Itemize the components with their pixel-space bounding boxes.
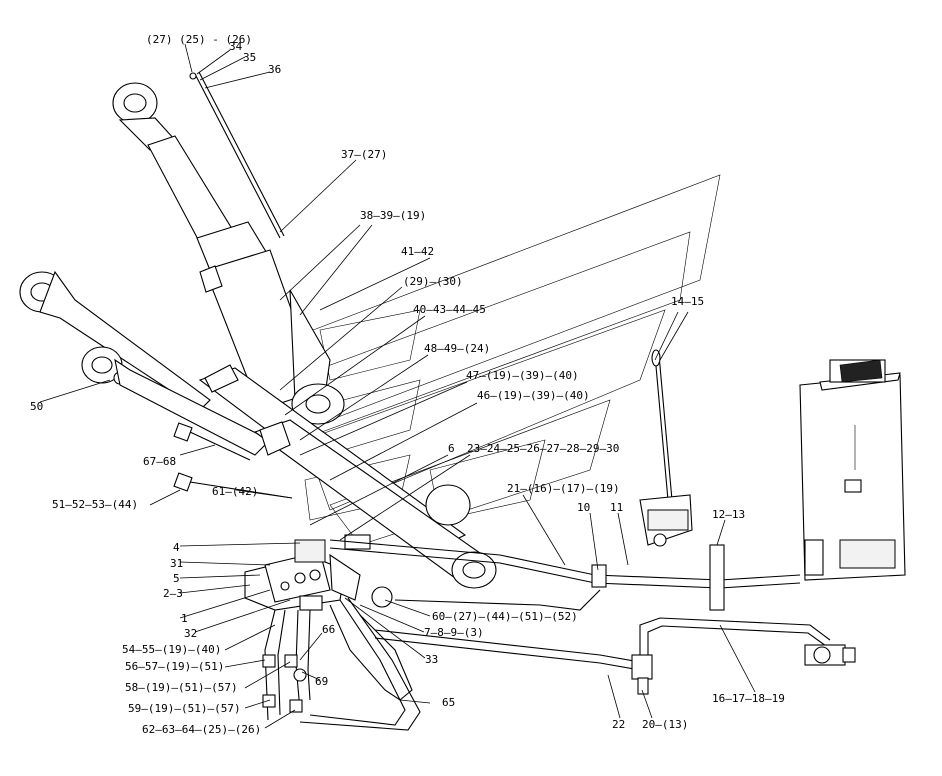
lubrication-pipe [189, 71, 285, 239]
arm-cylinder-lower [81, 346, 497, 589]
main-pipes [329, 539, 831, 695]
label-27-25-26: (27) (25) - (26) [146, 33, 252, 46]
label-50: 50 [30, 400, 43, 413]
label-59: 59–(19)–(51)–(57) [128, 702, 241, 715]
label-56-57: 56–57–(19)–(51) [125, 660, 224, 673]
label-35: 35 [243, 51, 256, 64]
label-21: 21–(16)–(17)–(19) [507, 482, 620, 495]
pump-engine-unit [799, 359, 906, 581]
label-60: 60–(27)–(44)–(51)–(52) [432, 610, 578, 623]
label-14-15: 14–15 [671, 295, 704, 308]
label-31: 31 [170, 557, 183, 570]
part-labels: (27) (25) - (26) 34 35 36 37–(27) 38–39–… [30, 33, 785, 736]
label-6: 6 [448, 442, 455, 455]
label-36: 36 [268, 63, 281, 76]
label-69: 69 [315, 675, 328, 688]
label-32: 32 [184, 627, 197, 640]
label-16-17-18-19: 16–17–18–19 [712, 692, 785, 705]
label-38-39: 38–39–(19) [360, 209, 426, 222]
label-2-3: 2–3 [163, 587, 183, 600]
auxiliary-pump [804, 644, 856, 666]
control-valve [244, 534, 393, 611]
label-41-42: 41–42 [401, 245, 434, 258]
label-23-30: 23–24–25–26–27–28–29–30 [467, 442, 619, 455]
label-58: 58–(19)–(51)–(57) [125, 681, 238, 694]
label-5: 5 [173, 572, 180, 585]
label-67-68: 67–68 [143, 455, 176, 468]
label-66: 66 [322, 623, 335, 636]
hose-bundle [262, 597, 421, 731]
label-54-55: 54–55–(19)–(40) [122, 643, 221, 656]
label-48-49: 48–49–(24) [424, 342, 490, 355]
label-22: 22 [612, 718, 625, 731]
leader-lines [39, 43, 756, 729]
label-1: 1 [181, 612, 188, 625]
label-37: 37–(27) [341, 148, 387, 161]
label-20: 20–(13) [642, 718, 688, 731]
label-51-52-53: 51–52–53–(44) [52, 498, 138, 511]
label-7-8-9: 7–8–9–(3) [424, 626, 484, 639]
label-46: 46–(19)–(39)–(40) [477, 389, 590, 402]
label-11: 11 [610, 501, 623, 514]
label-47: 47–(19)–(39)–(40) [466, 369, 579, 382]
label-34: 34 [229, 40, 243, 53]
label-65: 65 [442, 696, 455, 709]
label-12-13: 12–13 [712, 508, 745, 521]
label-4: 4 [173, 541, 180, 554]
label-40-43-44-45: 40–43–44–45 [413, 303, 486, 316]
label-33: 33 [425, 653, 438, 666]
boom-cylinder [112, 82, 345, 425]
label-10: 10 [577, 501, 590, 514]
label-61: 61–(42) [212, 485, 258, 498]
label-62-63-64: 62–63–64–(25)–(26) [142, 723, 261, 736]
label-29-30: (29)–(30) [403, 275, 463, 288]
pilot-control-lever [639, 349, 693, 547]
